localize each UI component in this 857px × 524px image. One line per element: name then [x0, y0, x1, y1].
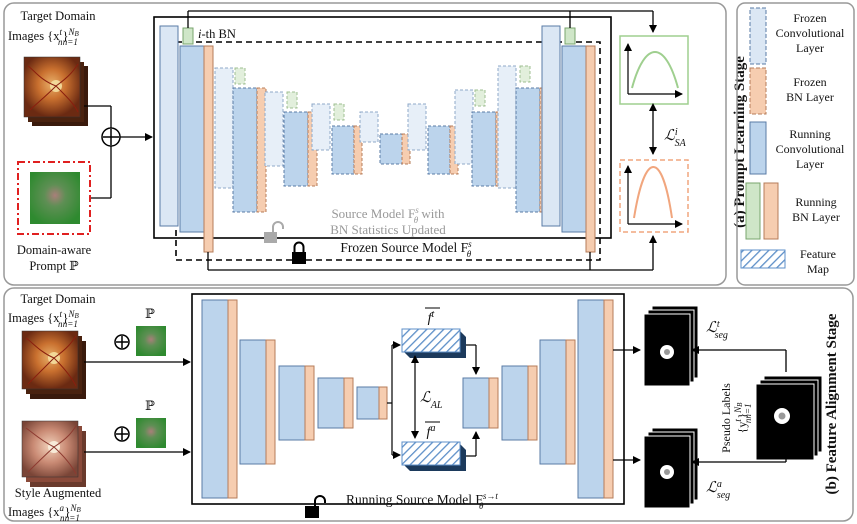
legend: Frozen Convolutional Layer Frozen BN Lay… [736, 2, 855, 286]
legend-running-conv-2: Convolutional [776, 142, 845, 156]
target-image-stack-b [21, 330, 86, 399]
legend-running-bn-1: Running [795, 195, 836, 209]
prompt-learning-stage: (a) Prompt Learning Stage Target Domain … [3, 2, 748, 286]
prediction-a-stack [643, 427, 699, 509]
source-model-label-2: BN Statistics Updated [330, 222, 446, 237]
legend-running-bn-orange-swatch [763, 182, 779, 240]
feature-map-a [401, 441, 466, 471]
feature-alignment-stage: (b) Feature Alignment Stage Target Domai… [3, 287, 854, 523]
legend-feature-map-1: Feature [800, 247, 836, 261]
legend-frozen-conv-3: Layer [796, 41, 824, 55]
stage-a-title: (a) Prompt Learning Stage [732, 56, 748, 228]
pseudo-labels-text: Pseudo Labels {ytn}NBn=1 [719, 383, 753, 453]
target-image-stack-a [23, 56, 88, 126]
prompt-image-b-top [136, 326, 166, 356]
svg-text:{ytn}NBn=1: {ytn}NBn=1 [733, 402, 753, 434]
style-image-stack [21, 420, 86, 487]
plus-icon-a [101, 127, 121, 147]
lock-icon-black [292, 241, 306, 264]
open-lock-icon-grey [264, 221, 284, 243]
feature-a-label: fa [427, 423, 436, 441]
frozen-model-solid-box [153, 16, 612, 239]
pseudo-label-stack [755, 375, 823, 461]
target-domain-label-b: Target Domain [21, 292, 97, 306]
ith-bn-label: i-th BN [198, 27, 236, 41]
open-lock-icon-black [305, 495, 326, 518]
legend-frozen-bn-swatch [749, 67, 767, 115]
style-augmented-label: Style Augmented [15, 486, 102, 500]
unet-layers-b [201, 299, 614, 499]
legend-running-conv-3: Layer [796, 157, 824, 171]
prompt-label-1: Domain-aware [17, 243, 92, 257]
legend-frozen-bn-2: BN Layer [786, 90, 834, 104]
legend-frozen-conv-swatch [749, 7, 767, 65]
target-domain-label-a: Target Domain [21, 9, 97, 23]
plus-icon-b-bottom [114, 426, 130, 442]
prompt-symbol-b-bottom: ℙ [145, 398, 155, 413]
prompt-image [30, 172, 80, 224]
green-distribution-box [619, 35, 689, 105]
legend-frozen-conv-2: Convolutional [776, 26, 845, 40]
stage-b-frame [3, 287, 854, 522]
running-model-box [191, 293, 625, 505]
feature-map-t [401, 328, 466, 358]
legend-frozen-conv-1: Frozen [793, 11, 826, 25]
svg-text:Pseudo Labels: Pseudo Labels [719, 383, 733, 453]
legend-frozen-bn-1: Frozen [793, 75, 826, 89]
stage-a-frame [3, 2, 727, 286]
legend-feature-map-2: Map [807, 262, 829, 276]
prompt-label-2: Prompt ℙ [29, 259, 79, 273]
orange-distribution-box [619, 159, 689, 233]
unet-layers-a [159, 25, 596, 253]
legend-feature-map-swatch [740, 249, 786, 269]
prediction-t-stack [643, 305, 699, 387]
legend-running-conv-1: Running [789, 127, 830, 141]
plus-icon-b-top [114, 334, 130, 350]
legend-running-bn-2: BN Layer [792, 210, 840, 224]
stage-b-title: (b) Feature Alignment Stage [824, 313, 840, 494]
feature-t-label: ft [428, 309, 435, 327]
loss-al-label: ℒAL [420, 390, 443, 411]
legend-running-conv-swatch [749, 121, 767, 175]
legend-running-bn-green-swatch [745, 182, 761, 240]
prompt-symbol-b-top: ℙ [145, 306, 155, 321]
prompt-highlight-box [17, 161, 91, 235]
prompt-image-b-bottom [136, 418, 166, 448]
